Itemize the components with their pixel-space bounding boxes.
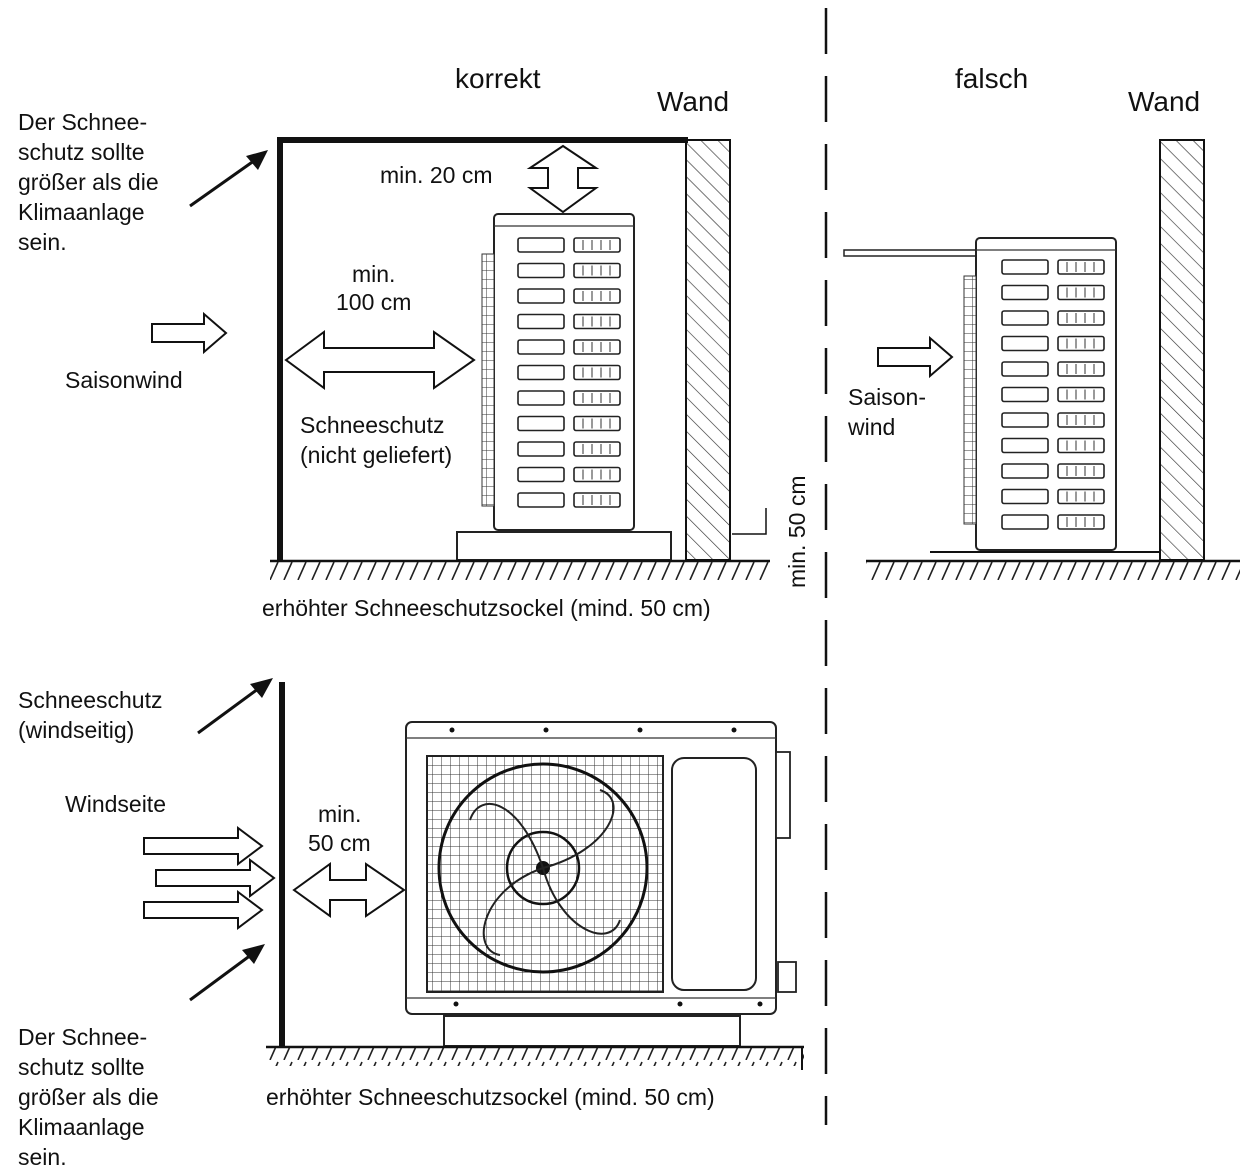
svg-text:Klimaanlage: Klimaanlage — [18, 199, 145, 225]
ground-left — [270, 562, 770, 580]
pointer-arrow-icon — [189, 150, 268, 208]
clearance-side-label-1: min. — [352, 261, 395, 287]
clearance-bottom-label-1: min. — [318, 801, 361, 827]
svg-text:größer als die: größer als die — [18, 1084, 159, 1110]
sockel-label-top: erhöhter Schneeschutzsockel (mind. 50 cm… — [262, 595, 711, 621]
sockel-label-bottom: erhöhter Schneeschutzsockel (mind. 50 cm… — [266, 1084, 715, 1110]
svg-text:Schneeschutz: Schneeschutz — [18, 687, 162, 713]
snow-shield-top — [277, 137, 688, 560]
windseite-label: Windseite — [65, 791, 166, 817]
heading-falsch: falsch — [955, 63, 1028, 94]
double-arrow-horizontal-icon-2 — [292, 862, 406, 918]
svg-text:Der Schnee-: Der Schnee- — [18, 1024, 147, 1050]
height-label-vertical: min. 50 cm — [784, 476, 810, 588]
heading-korrekt: korrekt — [455, 63, 541, 94]
pointer-arrow-icon-3 — [189, 944, 265, 1002]
ground-bottom — [266, 1048, 804, 1066]
pedestal-bottom — [443, 1015, 741, 1047]
wall-label-left: Wand — [657, 86, 729, 117]
schneeschutz-label-2: (nicht geliefert) — [300, 442, 452, 468]
schneeschutz-label-1: Schneeschutz — [300, 412, 444, 438]
wall-label-right: Wand — [1128, 86, 1200, 117]
clearance-top-label: min. 20 cm — [380, 162, 492, 188]
ac-unit-side-correct — [481, 213, 635, 531]
wind-arrow-right-icon — [877, 335, 954, 379]
double-arrow-horizontal-icon — [284, 330, 476, 390]
snow-note-top: Der Schnee- schutz sollte größer als die… — [18, 109, 159, 255]
saisonwind-label: Saisonwind — [65, 367, 183, 393]
svg-text:(windseitig): (windseitig) — [18, 717, 134, 743]
double-arrow-vertical-icon — [526, 144, 600, 214]
saisonwind-split-2: wind — [847, 414, 895, 440]
pedestal-left — [456, 531, 672, 561]
schneeschutz-windseitig-label: Schneeschutz (windseitig) — [18, 687, 162, 743]
ground-right — [866, 562, 1240, 580]
wall-hatched-right — [1159, 139, 1205, 561]
svg-text:größer als die: größer als die — [18, 169, 159, 195]
ac-unit-side-wrong — [963, 237, 1117, 551]
pointer-arrow-icon-2 — [197, 678, 273, 735]
svg-text:schutz sollte: schutz sollte — [18, 1054, 145, 1080]
ac-unit-front — [405, 721, 797, 1015]
svg-text:sein.: sein. — [18, 1144, 67, 1170]
snow-note-bottom: Der Schnee- schutz sollte größer als die… — [18, 1024, 159, 1170]
wind-arrow-icon — [151, 311, 228, 355]
clearance-side-label-2: 100 cm — [336, 289, 411, 315]
svg-text:schutz sollte: schutz sollte — [18, 139, 145, 165]
wall-hatched-left — [685, 139, 731, 561]
svg-text:Klimaanlage: Klimaanlage — [18, 1114, 145, 1140]
svg-text:Der Schnee-: Der Schnee- — [18, 109, 147, 135]
wind-arrows-icon — [143, 826, 276, 930]
clearance-bottom-label-2: 50 cm — [308, 830, 371, 856]
svg-text:sein.: sein. — [18, 229, 67, 255]
saisonwind-split-1: Saison- — [848, 384, 926, 410]
snow-shield-short — [843, 249, 979, 257]
